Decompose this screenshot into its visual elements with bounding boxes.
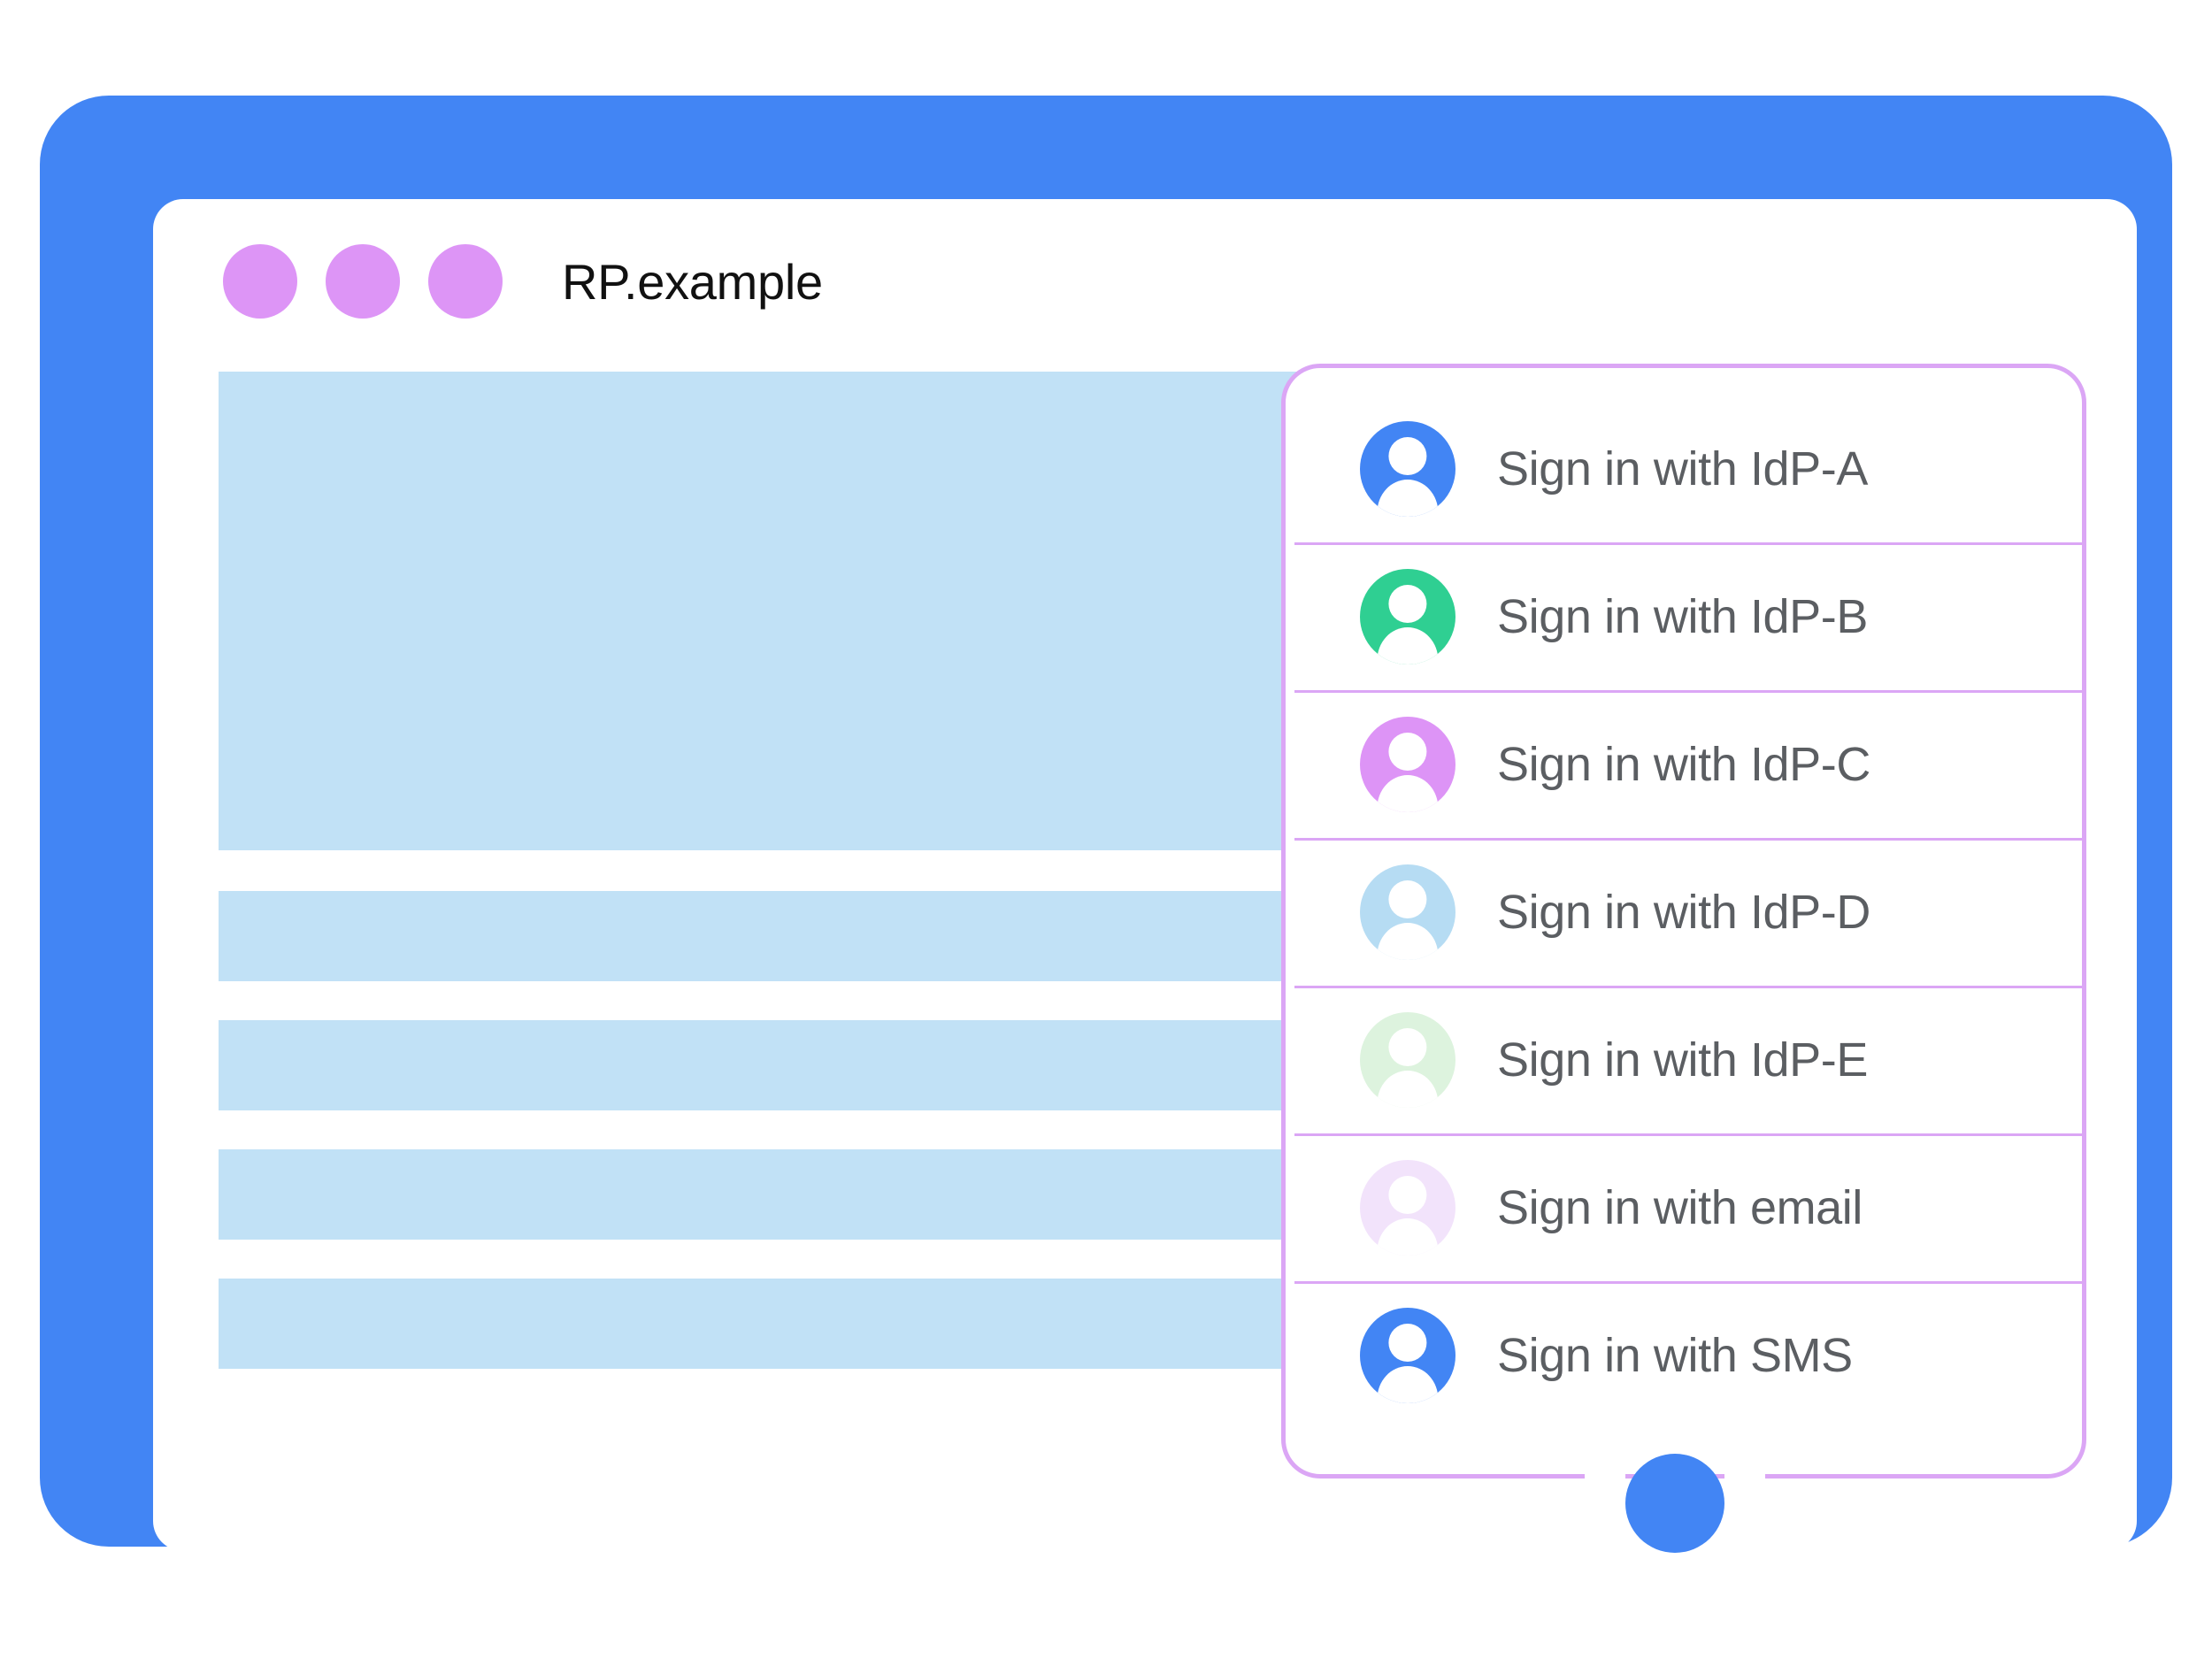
avatar-head [1388,584,1427,624]
account-label: Sign in with IdP-A [1497,442,1868,495]
avatar-body [1377,1366,1439,1403]
content-placeholder-bar-2 [219,1020,1302,1110]
content-placeholder-column [219,372,1302,1369]
window-dot-1[interactable] [223,244,297,319]
avatar-head [1388,732,1427,772]
account-label: Sign in with IdP-D [1497,885,1870,939]
account-row[interactable]: Sign in with IdP-D [1286,838,2086,986]
window-dot-3[interactable] [428,244,503,319]
spacer [219,1240,1302,1279]
account-label: Sign in with SMS [1497,1328,1853,1382]
person-avatar-icon [1360,1011,1455,1108]
content-placeholder-bar-3 [219,1149,1302,1240]
person-avatar-icon [1360,864,1455,960]
account-row[interactable]: Sign in with SMS [1286,1281,2086,1429]
page-title: RP.example [562,253,823,310]
avatar-body [1377,1071,1439,1108]
avatar-body [1377,1218,1439,1256]
account-row[interactable]: Sign in with IdP-C [1286,690,2086,838]
avatar-head [1388,1027,1427,1067]
account-row[interactable]: Sign in with email [1286,1133,2086,1281]
window-dot-2[interactable] [326,244,400,319]
content-placeholder-bar-1 [219,891,1302,981]
home-button-gap-right [1724,1455,1765,1549]
person-avatar-icon [1360,1307,1455,1403]
avatar-body [1377,627,1439,664]
home-button-gap-left [1585,1455,1625,1549]
account-row[interactable]: Sign in with IdP-A [1286,395,2082,542]
avatar-body [1377,480,1439,517]
account-label: Sign in with IdP-B [1497,589,1868,643]
avatar-head [1388,436,1427,476]
avatar-head [1388,879,1427,919]
person-avatar-icon [1360,568,1455,664]
account-row[interactable]: Sign in with IdP-E [1286,986,2086,1133]
hero-placeholder-block [219,372,1302,850]
person-avatar-icon [1360,1159,1455,1256]
avatar-head [1388,1323,1427,1363]
person-avatar-icon [1360,420,1455,517]
browser-titlebar: RP.example [153,199,2137,364]
person-avatar-icon [1360,716,1455,812]
account-label: Sign in with IdP-E [1497,1033,1868,1087]
account-row[interactable]: Sign in with IdP-B [1286,542,2086,690]
spacer [219,981,1302,1020]
avatar-head [1388,1175,1427,1215]
account-chooser-panel: Sign in with IdP-A Sign in with IdP-B Sign… [1281,364,2086,1479]
spacer [219,850,1302,891]
avatar-body [1377,775,1439,812]
content-placeholder-bar-4 [219,1279,1302,1369]
spacer [219,1110,1302,1149]
account-list: Sign in with IdP-A Sign in with IdP-B Sign… [1286,395,2086,1429]
page-body: Sign in with IdP-A Sign in with IdP-B Sign… [153,364,2137,1551]
home-button[interactable] [1625,1454,1724,1553]
avatar-body [1377,923,1439,960]
account-label: Sign in with email [1497,1180,1863,1234]
account-label: Sign in with IdP-C [1497,737,1870,791]
